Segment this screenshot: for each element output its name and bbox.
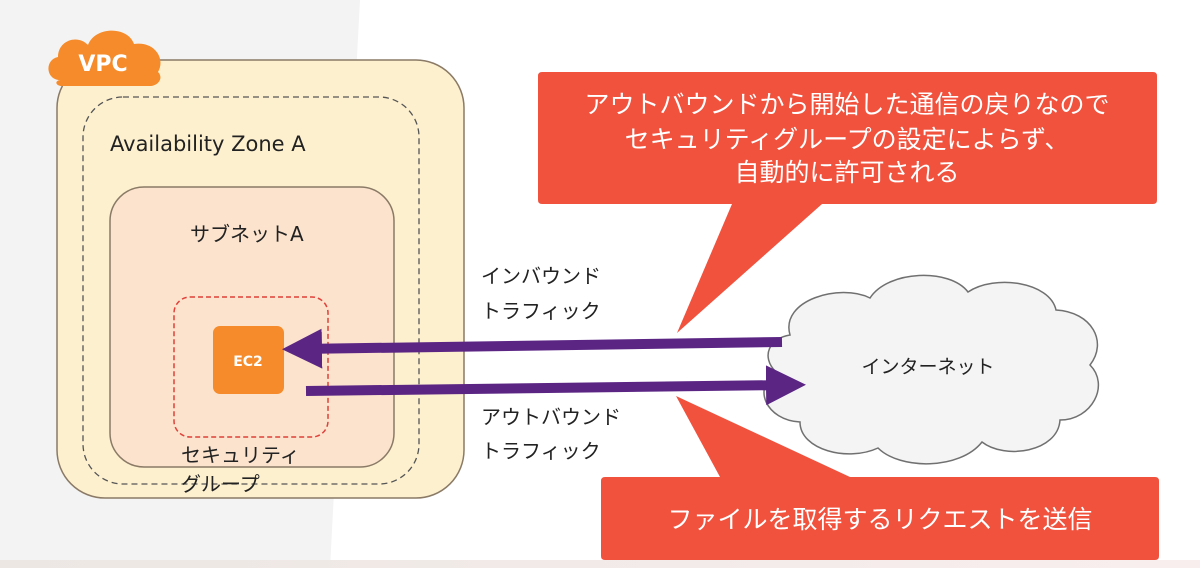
bottom-callout	[601, 396, 1159, 560]
outbound-traffic-arrow	[305, 365, 806, 406]
top-callout-line2: セキュリティグループの設定によらず、	[625, 125, 1070, 154]
inbound-traffic-label-line2: トラフィック	[481, 299, 601, 323]
inbound-traffic-arrow	[282, 328, 783, 369]
vpc-cloud-icon	[48, 30, 161, 86]
bottom-callout-text: ファイルを取得するリクエストを送信	[667, 505, 1092, 534]
subnet-label: サブネットA	[190, 222, 304, 246]
outbound-traffic-label-line2: トラフィック	[481, 439, 601, 463]
vpc-label: VPC	[78, 52, 127, 77]
availability-zone-box	[82, 96, 420, 485]
internet-label: インターネット	[861, 356, 994, 378]
ec2-label: EC2	[233, 354, 263, 370]
top-callout-line3: 自動的に許可される	[734, 158, 959, 187]
ec2-instance[interactable]	[213, 326, 284, 394]
availability-zone-label: Availability Zone A	[110, 132, 306, 156]
bottom-decoration-strip	[0, 560, 1200, 568]
inbound-traffic-label-line1: インバウンド	[481, 264, 601, 288]
outbound-traffic-label-line1: アウトバウンド	[481, 405, 621, 429]
internet-cloud[interactable]	[763, 274, 1100, 465]
top-callout	[538, 72, 1157, 333]
security-group-label-line2: グループ	[181, 472, 260, 496]
security-group-box	[173, 296, 329, 438]
top-callout-line1: アウトバウンドから開始した通信の戻りなので	[584, 90, 1109, 119]
security-group-label-line1: セキュリティ	[181, 443, 300, 467]
